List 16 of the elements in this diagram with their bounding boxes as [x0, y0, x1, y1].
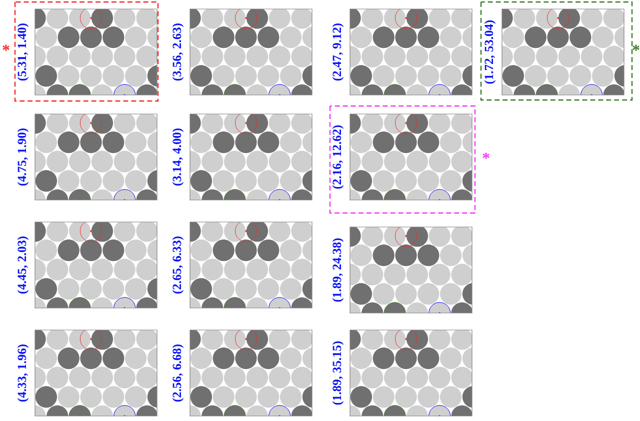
- coordinate-label: (3.56, 2.63): [172, 24, 184, 80]
- coordinate-label: (4.33, 1.96): [17, 344, 29, 402]
- coordinate-label: (4.75, 1.90): [17, 128, 29, 186]
- asterisk-mark: *: [2, 44, 10, 51]
- coordinate-label: (2.47, 9.12): [332, 24, 344, 80]
- coordinate-label: (1.72, 53.04): [484, 20, 496, 84]
- coordinate-label: (2.56, 6.68): [172, 344, 184, 402]
- coordinate-label: (2.16, 12.62): [332, 125, 344, 189]
- coordinate-label: (2.65, 6.33): [172, 236, 184, 294]
- coordinate-label: (1.89, 35.15): [332, 341, 344, 405]
- coordinate-label: (1.89, 24.38): [332, 238, 344, 302]
- asterisk-mark: *: [482, 152, 490, 159]
- coordinate-label: (3.14, 4.00): [172, 128, 184, 186]
- coordinate-label: (4.45, 2.03): [17, 236, 29, 294]
- asterisk-mark: *: [632, 44, 640, 51]
- coordinate-label: (5.31, 1.40): [17, 24, 29, 80]
